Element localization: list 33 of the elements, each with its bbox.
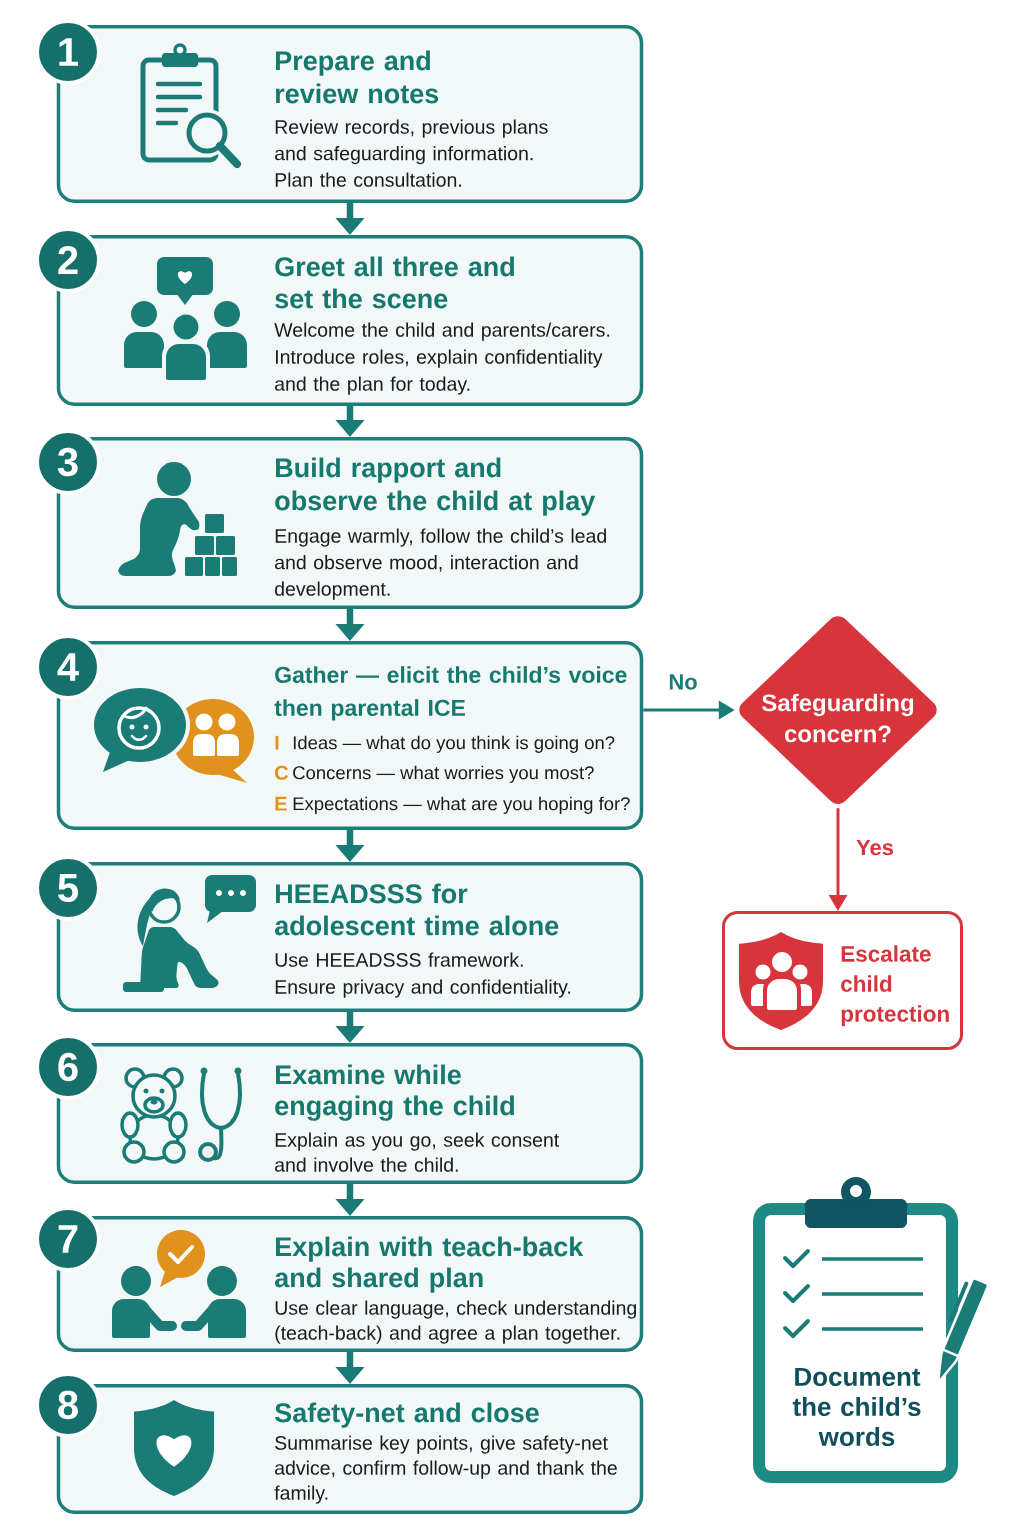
- step-description: Review records, previous plans and safeguarding information. Plan the consultation.: [275, 119, 548, 187]
- step-title: Greet all three and set the scene: [275, 256, 514, 309]
- step-title: Examine while engaging the child: [275, 1064, 514, 1121]
- ice-prompt: Concerns — what worries you most?: [293, 765, 594, 783]
- edge-label: No: [667, 673, 699, 691]
- clipboard-text: Document the child’s words: [792, 1367, 921, 1447]
- step-number-badge: 7: [35, 1206, 101, 1272]
- ice-letter: C: [275, 765, 289, 780]
- step-description: Welcome the child and parents/carers. Introduce roles, explain confidentiality and the plan for today.: [274, 322, 610, 395]
- escalation-text: Escalate child protection: [841, 945, 949, 1027]
- step-title: Safety-net and close: [275, 1402, 539, 1428]
- edge-label: Yes: [855, 838, 895, 857]
- step-description: Use HEEADSSS framework. Ensure privacy and confidentiality.: [275, 952, 571, 998]
- step-number-badge: 2: [35, 227, 101, 293]
- ice-letter: I: [275, 735, 279, 750]
- step-title: HEEADSSS for adolescent time alone: [275, 883, 559, 936]
- step-description: Explain as you go, seek consent and involve the child.: [275, 1132, 560, 1172]
- step-number-badge: 1: [35, 19, 101, 85]
- step-description: Use clear language, check understanding (teach-back) and agree a plan together.: [275, 1300, 636, 1344]
- step-number-badge: 8: [35, 1372, 101, 1438]
- step-title: Gather — elicit the child’s voice then parental ICE: [274, 666, 627, 721]
- step-number-badge: 6: [35, 1034, 101, 1100]
- step-description: Summarise key points, give safety-net advice, confirm follow-up and thank the family.: [274, 1435, 617, 1504]
- ice-prompt: Ideas — what do you think is going on?: [293, 735, 615, 753]
- step-title: Build rapport and observe the child at play: [275, 457, 596, 516]
- ice-letter: E: [275, 796, 287, 811]
- step-title: Prepare and review notes: [276, 50, 439, 104]
- step-number-badge: 3: [35, 429, 101, 495]
- step-number-badge: 5: [35, 855, 101, 921]
- step-description: Engage warmly, follow the child’s lead and observe mood, interaction and development.: [275, 528, 606, 600]
- step-number-badge: 4: [35, 634, 101, 700]
- step-title: Explain with teach-back and shared plan: [275, 1236, 584, 1293]
- ice-prompt: Expectations — what are you hoping for?: [293, 796, 630, 814]
